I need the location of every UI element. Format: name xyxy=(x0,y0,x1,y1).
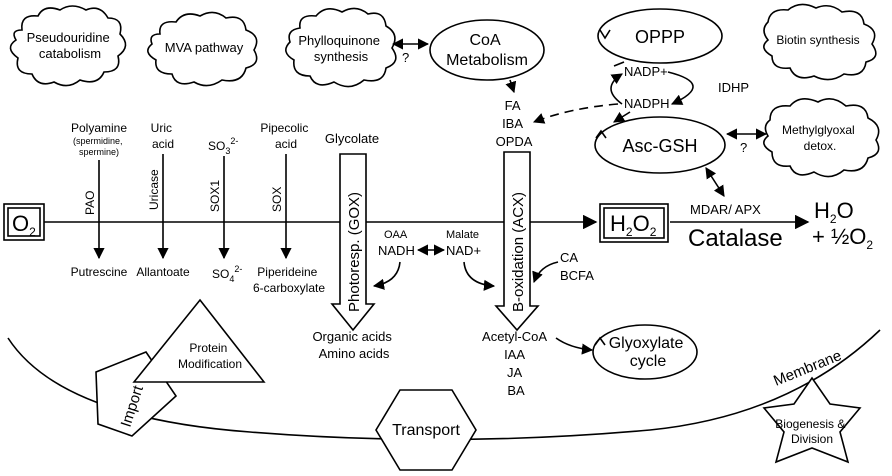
polyamine-label: Polyamine xyxy=(71,121,127,135)
o2-box-inner xyxy=(7,207,41,237)
cloud-biotin-label: Biotin synthesis xyxy=(776,33,859,47)
asc-gsh-ellipse xyxy=(594,116,726,174)
ca-label: CA xyxy=(560,250,578,265)
organic-amino-acids-label: Organic acids Amino acids xyxy=(312,329,395,361)
cloud-mva-shape xyxy=(147,11,258,87)
allantoate-label: Allantoate xyxy=(136,265,190,279)
h2o2-box-outer xyxy=(599,203,669,243)
nadph-to-fa-dashed-arrow xyxy=(532,103,619,124)
h2o2-box-inner xyxy=(603,207,665,239)
glyoxylate-cycle-arrow xyxy=(594,336,606,346)
nad-to-boxidation-arrow xyxy=(463,261,496,291)
nadph-to-ascgsh-arrow xyxy=(613,111,631,123)
oppp-nadp-link xyxy=(613,61,625,67)
question-mark-2: ? xyxy=(740,140,747,155)
oaa-label: OAA xyxy=(384,229,408,241)
catalase-label: Catalase xyxy=(688,225,783,252)
cloud-pseudouridine-shape xyxy=(9,5,127,87)
beta-oxidation-block-arrow xyxy=(494,151,540,332)
piperideine-label: Piperideine 6-carboxylate xyxy=(253,265,325,295)
coa-to-fa-arrow xyxy=(505,79,517,94)
beta-ox-products-label: Acetyl-CoA IAA JA BA xyxy=(482,329,550,398)
oppp-ellipse xyxy=(597,8,723,64)
putrescine-label: Putrescine xyxy=(71,265,128,279)
beta-ox-inputs: FA IBA OPDA xyxy=(496,98,533,149)
oppp-label: OPPP xyxy=(635,27,685,47)
coa-metabolism-ellipse xyxy=(429,19,545,81)
biogenesis-star xyxy=(762,376,862,464)
nadh-label: NADH xyxy=(378,243,415,258)
sox1-label: SOX1 xyxy=(208,180,222,212)
sox-label: SOX xyxy=(270,187,284,212)
polyamine-note: (spermidine, spermine) xyxy=(73,136,125,157)
cloud-mva-label: MVA pathway xyxy=(165,40,244,55)
oppp-cycle-arrow xyxy=(599,29,611,40)
cloud-methylglyoxal-shape xyxy=(763,98,880,178)
half-o2-label: + ½O2 xyxy=(812,224,873,252)
asc-gsh-cycle-arrow xyxy=(595,129,607,139)
asc-gsh-label: Asc-GSH xyxy=(622,136,697,156)
glyoxylate-cycle-label: Glyoxylate cycle xyxy=(609,335,688,370)
cloud-phylloquinone-label: Phylloquinone synthesis xyxy=(298,33,383,64)
pipecolic-acid-label: Pipecolic acid xyxy=(260,121,311,151)
ascgsh-mdar-arrow xyxy=(705,167,725,197)
cloud-phylloquinone-shape xyxy=(285,7,397,88)
uric-acid-label: Uric acid xyxy=(151,121,176,151)
photorespiration-label: Photoresp. (GOX) xyxy=(346,192,363,312)
idhp-arc xyxy=(667,71,694,105)
o2-label: O2 xyxy=(12,211,36,239)
cloud-biotin-shape xyxy=(763,3,877,81)
malate-label: Malate xyxy=(446,229,479,241)
ca-bcfa-arrow xyxy=(532,261,559,284)
mdar-apx-label: MDAR/ APX xyxy=(690,202,761,217)
acetylcoa-to-glyoxylate-arrow xyxy=(555,337,594,355)
photorespiration-block-arrow xyxy=(330,153,376,332)
nadph-label: NADPH xyxy=(624,96,670,111)
question-mark-1: ? xyxy=(402,50,409,65)
nadp-plus-label: NADP+ xyxy=(624,64,668,79)
glycolate-label: Glycolate xyxy=(325,131,379,146)
so4-label: SO42- xyxy=(212,264,242,284)
protein-modification-label: Protein Modification xyxy=(178,341,242,371)
biogenesis-division-label: Biogenesis & Division xyxy=(775,417,848,446)
uricase-label: Uricase xyxy=(147,169,161,210)
h2o2-label: H2O2 xyxy=(610,211,657,239)
cloud-pseudouridine-label: Pseudouridine catabolism xyxy=(27,30,114,61)
h2o-label: H2O xyxy=(814,198,854,226)
transport-label: Transport xyxy=(392,422,460,439)
protein-modification-triangle xyxy=(132,298,266,383)
idhp-label: IDHP xyxy=(718,80,749,95)
cloud-methylglyoxal-label: Methylglyoxal detox. xyxy=(782,123,858,153)
so3-label: SO32- xyxy=(208,136,238,156)
nadh-to-photoresp-arrow xyxy=(372,261,401,290)
glyoxylate-cycle-ellipse xyxy=(592,324,698,380)
nadph-return-arc xyxy=(610,73,623,105)
transport-hexagon xyxy=(375,389,477,471)
pao-label: PAO xyxy=(83,191,97,215)
beta-oxidation-label: B-oxidation (ACX) xyxy=(510,192,527,312)
bcfa-label: BCFA xyxy=(560,268,594,283)
coa-metabolism-label: CoA Metabolism xyxy=(446,32,528,69)
nad-plus-label: NAD+ xyxy=(446,243,481,258)
